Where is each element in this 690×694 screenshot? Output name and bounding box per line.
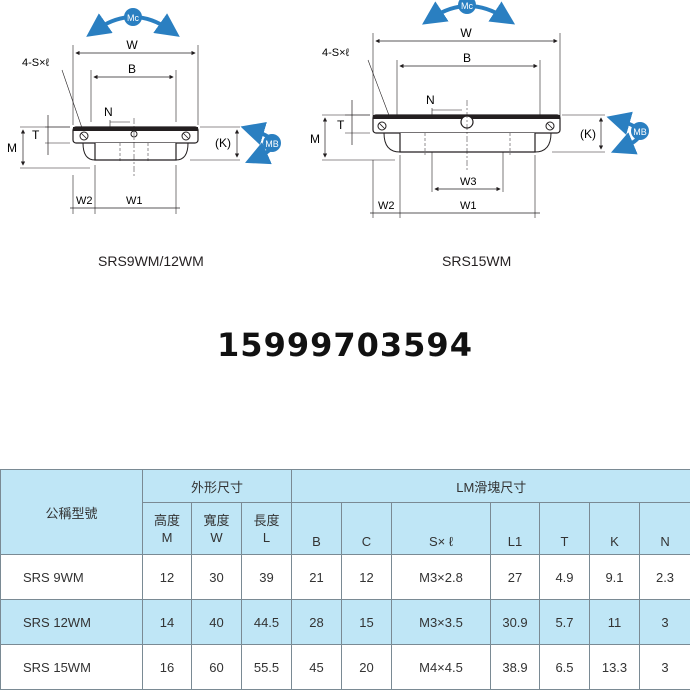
header-model: 公稱型號 <box>0 469 143 555</box>
header-col-l1: L1 <box>490 502 540 555</box>
moment-mb-label-right: MB <box>633 127 647 137</box>
cell: 40 <box>191 599 242 645</box>
cell: 45 <box>291 644 342 690</box>
cell: M3×3.5 <box>391 599 491 645</box>
dim-k: (K) <box>215 136 231 150</box>
header-col-b: B <box>291 502 342 555</box>
header-col-k: K <box>589 502 640 555</box>
cell: 28 <box>291 599 342 645</box>
cell: 38.9 <box>490 644 540 690</box>
table-row: SRS 12WM 14 40 44.5 28 15 M3×3.5 30.9 5.… <box>0 599 690 645</box>
dim-m-right: M <box>310 132 320 146</box>
header-outer: 外形尺寸 <box>142 469 292 503</box>
rail-right <box>399 133 536 153</box>
moment-mb-badge <box>263 134 281 152</box>
dim-b-right: B <box>463 51 471 65</box>
cell: 3 <box>638 599 690 645</box>
cell: 27 <box>490 554 540 600</box>
cell: 21 <box>291 554 342 600</box>
cell-model: SRS 15WM <box>0 644 143 690</box>
header-col-s: S× ℓ <box>391 502 491 555</box>
dim-w: W <box>126 38 138 52</box>
moment-mc-badge <box>124 8 142 26</box>
cell: 60 <box>191 644 242 690</box>
dim-t-right: T <box>337 118 345 132</box>
dim-k-right: (K) <box>580 127 596 141</box>
moment-mc-label-right: Mc <box>461 1 473 11</box>
dim-w3: W3 <box>460 176 477 188</box>
cell: 14 <box>142 599 192 645</box>
cell: 5.7 <box>539 599 590 645</box>
cell: M3×2.8 <box>391 554 491 600</box>
header-col-t: T <box>539 502 590 555</box>
header-col-n: N <box>638 502 690 555</box>
cell-model: SRS 9WM <box>0 554 143 600</box>
bolt-label: 4-S×ℓ <box>22 57 50 69</box>
bolt-label-right: 4-S×ℓ <box>322 47 350 59</box>
cell: 44.5 <box>241 599 292 645</box>
dim-w2-right: W2 <box>378 200 395 212</box>
caption-right: SRS15WM <box>442 253 512 269</box>
dim-n: N <box>104 105 113 119</box>
cell: 12 <box>341 554 392 600</box>
dim-n-right: N <box>426 93 435 107</box>
cell: 30.9 <box>490 599 540 645</box>
cell: 55.5 <box>241 644 292 690</box>
cell: 20 <box>341 644 392 690</box>
header-col-c: C <box>341 502 392 555</box>
caption-left: SRS9WM/12WM <box>98 253 204 269</box>
table-row: SRS 15WM 16 60 55.5 45 20 M4×4.5 38.9 6.… <box>0 644 690 690</box>
table-row: SRS 9WM 12 30 39 21 12 M3×2.8 27 4.9 9.1… <box>0 554 690 600</box>
cell: 16 <box>142 644 192 690</box>
dim-t: T <box>32 128 40 142</box>
moment-mc-label: Mc <box>127 13 139 23</box>
cell: 11 <box>589 599 640 645</box>
phone-number: 15999703594 <box>217 326 473 364</box>
dim-m: M <box>7 141 17 155</box>
dim-w1: W1 <box>126 195 143 207</box>
cell: 13.3 <box>589 644 640 690</box>
cell: 9.1 <box>589 554 640 600</box>
moment-mb-label: MB <box>265 139 279 149</box>
dim-w1-right: W1 <box>460 200 477 212</box>
cell: 39 <box>241 554 292 600</box>
cell: 15 <box>341 599 392 645</box>
dim-b: B <box>128 62 136 76</box>
left-drawing: Mc W B 4-S×ℓ N <box>7 8 281 214</box>
cell: 6.5 <box>539 644 590 690</box>
cell: M4×4.5 <box>391 644 491 690</box>
dim-w2: W2 <box>76 195 93 207</box>
rail <box>94 143 177 161</box>
technical-drawing: Mc W B 4-S×ℓ N <box>7 0 649 218</box>
cell-model: SRS 12WM <box>0 599 143 645</box>
header-lm: LM滑塊尺寸 <box>290 469 690 503</box>
cell: 3 <box>638 644 690 690</box>
cell: 4.9 <box>539 554 590 600</box>
cell: 30 <box>191 554 242 600</box>
cell: 12 <box>142 554 192 600</box>
right-drawing: Mc W B 4-S×ℓ N T <box>310 0 649 218</box>
dim-w-right: W <box>460 26 472 40</box>
cell: 2.3 <box>638 554 690 600</box>
